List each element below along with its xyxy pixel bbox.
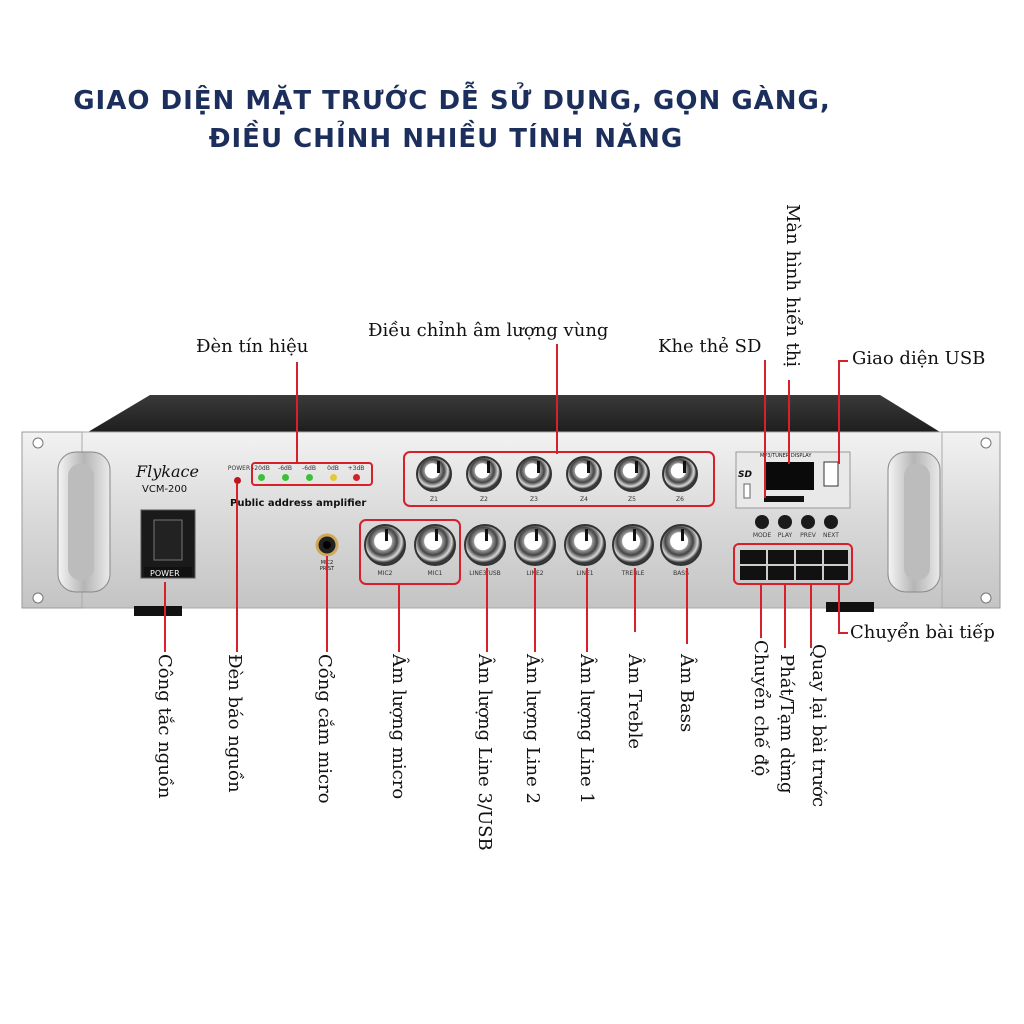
label-sd-slot: Khe thẻ SD: [658, 336, 762, 357]
callout-line-bass: [686, 568, 688, 644]
label-line2: Âm lượng Line 2: [522, 654, 543, 804]
mic2-knob-label: MIC2: [377, 570, 393, 577]
callout-line-next-h: [838, 632, 848, 634]
line1-knob-label: LINE1: [576, 570, 594, 577]
brand-logo: Flykace: [136, 462, 199, 481]
label-usb: Giao diện USB: [852, 348, 986, 369]
label-next-track: Chuyển bài tiếp: [850, 622, 995, 643]
callout-line-line2: [534, 568, 536, 652]
line2-knob[interactable]: [514, 524, 556, 566]
zone-label-z4: Z4: [580, 496, 588, 503]
prev-button-label: PREV: [800, 532, 816, 539]
callout-line-treble: [634, 568, 636, 632]
label-prev-track: Quay lại bài trước: [808, 644, 829, 808]
label-line1: Âm lượng Line 1: [576, 654, 597, 804]
callout-line-usb-h: [838, 360, 848, 362]
callout-line-zone: [556, 344, 558, 454]
line3-usb-knob[interactable]: [464, 524, 506, 566]
callout-line-next-v: [838, 584, 840, 634]
label-power-switch: Công tắc nguồn: [154, 654, 175, 799]
zone-knob-z5[interactable]: [614, 456, 650, 492]
callout-line-prev: [810, 584, 812, 648]
signal-led-1: [258, 474, 265, 481]
callout-line-sd: [764, 360, 766, 498]
label-bass: Âm Bass: [676, 654, 697, 733]
label-zone-volume: Điều chỉnh âm lượng vùng: [368, 320, 609, 341]
zone-knob-z1[interactable]: [416, 456, 452, 492]
page-title-line1: GIAO DIỆN MẶT TRƯỚC DỄ SỬ DỤNG, GỌN GÀNG…: [73, 86, 831, 116]
label-signal-lights: Đèn tín hiệu: [196, 336, 309, 357]
callout-line-play: [784, 584, 786, 648]
signal-led-5: [353, 474, 360, 481]
zone-knob-z4[interactable]: [566, 456, 602, 492]
zone-label-z2: Z2: [480, 496, 488, 503]
sd-mark: SD: [738, 470, 752, 480]
label-mic-volume: Âm lượng micro: [388, 654, 409, 800]
zone-label-z1: Z1: [430, 496, 438, 503]
mic1-knob[interactable]: [414, 524, 456, 566]
callout-line-mode: [760, 584, 762, 638]
usb-port: [823, 461, 839, 487]
page-title-line2: ĐIỀU CHỈNH NHIỀU TÍNH NĂNG: [208, 124, 684, 154]
treble-knob-label: TREBLE: [621, 570, 645, 577]
player-function-buttons: [740, 550, 848, 580]
sd-slot: [764, 496, 804, 502]
zone-knob-z6[interactable]: [662, 456, 698, 492]
label-power-light: Đèn báo nguồn: [224, 654, 245, 793]
callout-line-usb-v: [838, 360, 840, 464]
power-led: [234, 477, 241, 484]
callout-line-line3: [486, 568, 488, 652]
display-title: MP3/TUNER DISPLAY: [760, 453, 812, 459]
treble-knob[interactable]: [612, 524, 654, 566]
bass-knob[interactable]: [660, 524, 702, 566]
zone-knob-z3[interactable]: [516, 456, 552, 492]
callout-line-line1: [586, 568, 588, 652]
mode-button-label: MODE: [752, 532, 772, 539]
callout-line-power-switch: [164, 582, 166, 652]
label-play-pause: Phát/Tạm dừng: [776, 654, 797, 794]
label-line3-usb: Âm lượng Line 3/USB: [474, 654, 495, 851]
power-label: POWER: [150, 569, 180, 578]
led-label-3: -6dB: [302, 465, 316, 472]
panel-name: Public address amplifier: [230, 498, 367, 509]
line3-usb-knob-label: LINE3/USB: [469, 570, 501, 577]
zone-knob-z2[interactable]: [466, 456, 502, 492]
callout-line-mic-vol: [398, 584, 400, 652]
display-screen: [764, 462, 814, 490]
mic1-knob-label: MIC1: [427, 570, 443, 577]
bass-knob-label: BASS: [673, 570, 689, 577]
label-display: Màn hình hiển thị: [782, 204, 803, 368]
zone-label-z3: Z3: [530, 496, 538, 503]
callout-line-display: [788, 380, 790, 464]
mic2-knob[interactable]: [364, 524, 406, 566]
callout-line-mic-jack: [326, 556, 328, 652]
led-label-1: -20dB: [252, 465, 270, 472]
led-label-5: +3dB: [347, 465, 365, 472]
led-label-power: POWER: [227, 465, 251, 472]
led-label-2: -6dB: [278, 465, 292, 472]
play-button-label: PLAY: [777, 532, 793, 539]
label-treble: Âm Treble: [624, 654, 645, 749]
chassis-top: [88, 395, 940, 432]
model-label: VCM-200: [142, 484, 188, 495]
zone-label-z5: Z5: [628, 496, 636, 503]
signal-led-3: [306, 474, 313, 481]
led-label-4: 0dB: [327, 465, 339, 472]
signal-led-4: [330, 474, 337, 481]
callout-line-power-led: [236, 484, 238, 652]
callout-line-signal: [296, 362, 298, 464]
label-mic-jack: Cổng cắm micro: [314, 654, 335, 804]
label-mode: Chuyển chế độ: [750, 640, 771, 777]
zone-label-z6: Z6: [676, 496, 684, 503]
next-button-label: NEXT: [823, 532, 839, 539]
line1-knob[interactable]: [564, 524, 606, 566]
signal-led-2: [282, 474, 289, 481]
